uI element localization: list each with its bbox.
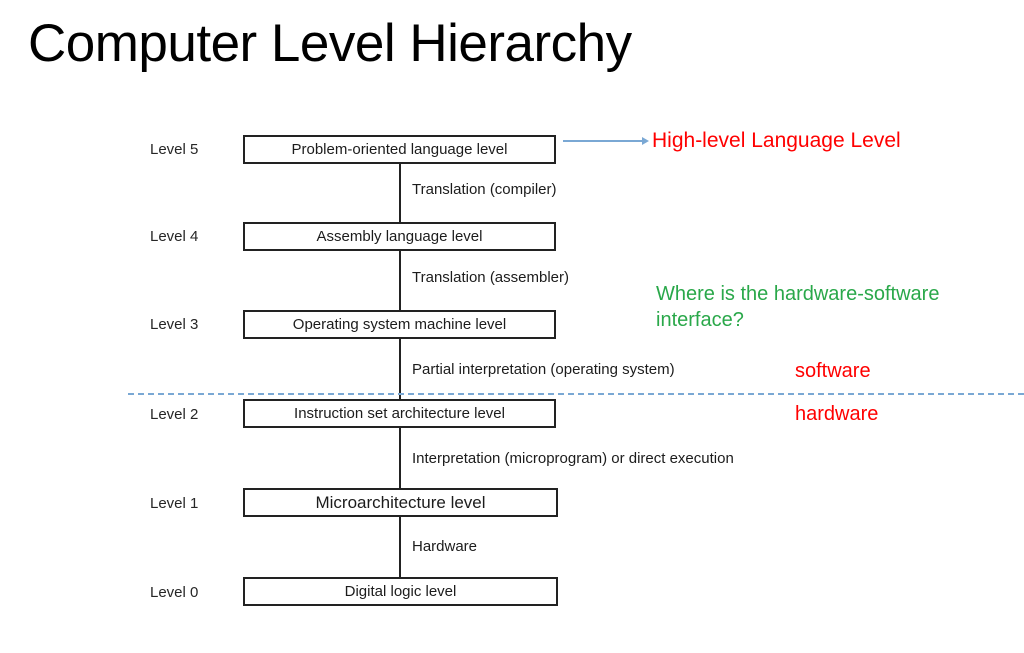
level-box-5: Problem-oriented language level	[243, 135, 556, 164]
level-label-4: Level 4	[150, 228, 199, 245]
annotation-high-level-language: High-level Language Level	[652, 129, 901, 152]
annotation-hardware: hardware	[795, 403, 879, 425]
level-box-0: Digital logic level	[243, 577, 558, 606]
annotation-hardware-software-question: Where is the hardware-software interface…	[656, 283, 940, 332]
level-box-2: Instruction set architecture level	[243, 399, 556, 428]
connector-level5-level4	[399, 163, 401, 222]
edge-label-interpretation-microprogram: Interpretation (microprogram) or direct …	[412, 450, 734, 467]
connector-level4-level3	[399, 250, 401, 310]
hardware-software-divider-line	[128, 393, 1024, 395]
callout-arrow-icon	[563, 137, 649, 145]
level-label-3: Level 3	[150, 316, 199, 333]
connector-level3-level2	[399, 338, 401, 399]
edge-label-partial-interpretation: Partial interpretation (operating system…	[412, 361, 675, 378]
connector-level2-level1	[399, 427, 401, 488]
level-label-1: Level 1	[150, 495, 199, 512]
level-label-0: Level 0	[150, 584, 199, 601]
edge-label-hardware: Hardware	[412, 538, 478, 555]
level-label-5: Level 5	[150, 141, 199, 158]
edge-label-translation-assembler: Translation (assembler)	[412, 269, 569, 286]
edge-label-translation-compiler: Translation (compiler)	[412, 181, 557, 198]
page-title: Computer Level Hierarchy	[28, 14, 632, 73]
level-label-2: Level 2	[150, 406, 199, 423]
connector-level1-level0	[399, 516, 401, 577]
level-box-1: Microarchitecture level	[243, 488, 558, 517]
level-box-4: Assembly language level	[243, 222, 556, 251]
level-box-3: Operating system machine level	[243, 310, 556, 339]
annotation-software: software	[795, 360, 871, 382]
